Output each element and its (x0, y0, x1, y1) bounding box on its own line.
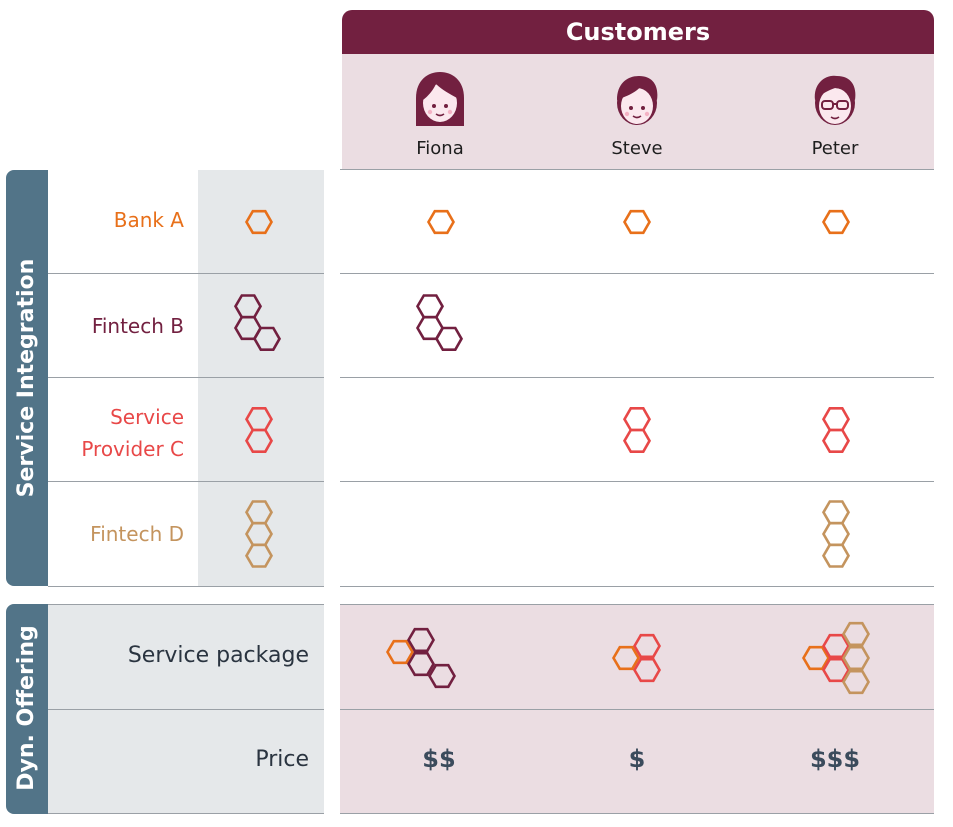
row-divider (340, 586, 934, 587)
hexagon-icon (406, 651, 435, 677)
hexagon-icon (821, 633, 850, 659)
row-divider (48, 586, 324, 587)
hexagon-icon (244, 543, 273, 568)
dyn-offering-tab (6, 604, 48, 814)
hexagon-icon (244, 406, 273, 432)
hexagon-icon (622, 209, 651, 235)
hexagon-icon (821, 209, 850, 235)
price-peter: $$$ (809, 745, 861, 773)
row-divider (340, 813, 934, 814)
row-divider (340, 169, 934, 170)
man-glasses-avatar-icon (814, 75, 856, 125)
hexagon-icon (244, 521, 273, 547)
hexagon-icon (841, 645, 870, 671)
provider-label-line: Provider C (81, 437, 184, 461)
hexagon-icon (821, 406, 850, 432)
provider-label-service-provider-c: Service Provider C (81, 401, 184, 465)
service-package-label: Service package (127, 643, 309, 668)
customer-name-fiona: Fiona (416, 138, 464, 159)
row-divider (48, 481, 324, 482)
provider-label-bank-a: Bank A (113, 208, 184, 232)
hexagon-icon (252, 326, 281, 352)
hexagon-icon (841, 621, 870, 647)
hexagon-icon (244, 209, 273, 235)
hexagon-icon (622, 428, 651, 454)
row-divider (48, 377, 324, 378)
customers-title: Customers (565, 18, 711, 46)
hexagon-icon (821, 543, 850, 568)
provider-label-line: Service (110, 405, 184, 429)
hexagon-icon (821, 428, 850, 454)
row-divider (48, 709, 324, 710)
hexagon-icon (632, 633, 661, 659)
hexagon-icon (821, 500, 850, 525)
hexagon-icon (427, 663, 456, 689)
hexagon-icon (622, 406, 651, 432)
provider-row-service-provider-c: Service Provider C (48, 378, 198, 482)
row-divider (340, 481, 934, 482)
provider-row-bank-a: Bank A (48, 170, 198, 274)
customer-name-peter: Peter (811, 138, 859, 159)
row-divider (340, 709, 934, 710)
hexagon-icon (426, 209, 455, 235)
hexagon-icon (632, 657, 661, 683)
hexagon-icon (415, 294, 444, 319)
price-fiona: $$ (422, 745, 456, 773)
hexagon-icon (821, 521, 850, 547)
price-steve: $ (628, 745, 646, 773)
hexagon-icon (611, 645, 640, 671)
service-integration-tab (6, 170, 48, 586)
customers-header: Customers (342, 10, 934, 54)
hexagon-icon (244, 428, 273, 454)
hexagon-icon (434, 326, 463, 352)
hexagon-icon (233, 294, 262, 319)
provider-row-fintech-d: Fintech D (48, 482, 198, 586)
row-divider (340, 604, 934, 605)
boy-avatar-icon (617, 76, 658, 125)
price-label: Price (255, 747, 309, 772)
hexagon-icon (821, 657, 850, 683)
provider-label-fintech-b: Fintech B (91, 314, 184, 338)
provider-row-fintech-b: Fintech B (48, 274, 198, 378)
hexagon-icon (801, 645, 830, 671)
row-divider (340, 377, 934, 378)
hexagon-icon (244, 500, 273, 525)
customer-name-steve: Steve (611, 138, 663, 159)
row-divider (340, 273, 934, 274)
provider-icon-column (198, 170, 324, 586)
hexagon-icon (406, 627, 435, 653)
row-divider (48, 604, 324, 605)
provider-label-fintech-d: Fintech D (90, 522, 184, 546)
girl-avatar-icon (416, 72, 464, 126)
hexagon-icon (841, 669, 870, 695)
row-divider (48, 813, 324, 814)
hexagon-icon (385, 639, 414, 665)
row-divider (48, 273, 324, 274)
